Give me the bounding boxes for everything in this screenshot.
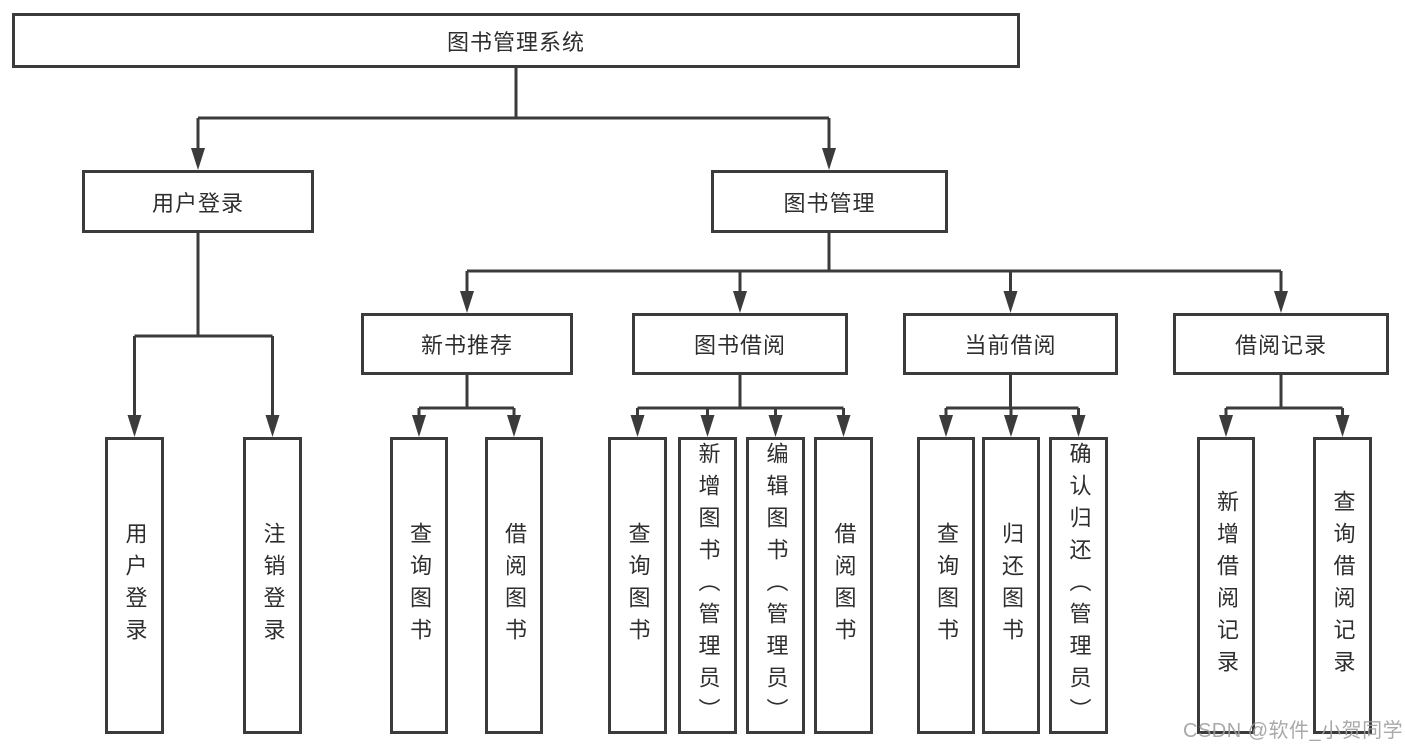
node-label: 图书管理系统 bbox=[446, 29, 585, 55]
node-book-management: 图书管理 bbox=[711, 170, 948, 233]
node-label: 注销登录 bbox=[260, 521, 286, 650]
node-book-borrowing: 图书借阅 bbox=[632, 313, 848, 375]
node-user-login: 用户登录 bbox=[82, 170, 314, 233]
csdn-watermark: CSDN @软件_小贺同学 bbox=[1183, 720, 1404, 742]
leaf-return-books: 归还图书 bbox=[982, 437, 1040, 734]
leaf-add-books-admin: 新增图书（管理员） bbox=[678, 437, 737, 734]
node-label: 查询图书 bbox=[625, 521, 651, 650]
edge-borrowing-records-children bbox=[1224, 375, 1344, 417]
node-current-borrowing: 当前借阅 bbox=[903, 313, 1118, 375]
leaf-query-books-current: 查询图书 bbox=[917, 437, 975, 734]
node-label: 查询图书 bbox=[407, 521, 432, 650]
leaf-user-login: 用户登录 bbox=[105, 437, 164, 734]
node-label: 新增借阅记录 bbox=[1214, 489, 1239, 682]
node-new-book-recommend: 新书推荐 bbox=[361, 313, 573, 375]
arrowheads bbox=[127, 148, 1350, 437]
node-label: 借阅记录 bbox=[1234, 333, 1327, 358]
leaf-add-borrow-record: 新增借阅记录 bbox=[1197, 437, 1255, 734]
node-label: 图书管理 bbox=[783, 190, 876, 216]
node-label: 编辑图书（管理员） bbox=[763, 441, 789, 730]
node-label: 图书借阅 bbox=[693, 333, 786, 358]
node-label: 用户登录 bbox=[122, 521, 148, 650]
node-label: 借阅图书 bbox=[831, 521, 857, 650]
node-label: 确认归还（管理员） bbox=[1066, 441, 1092, 730]
node-label: 用户登录 bbox=[151, 190, 244, 216]
node-label: 新增图书（管理员） bbox=[695, 441, 721, 730]
leaf-query-books-recommend: 查询图书 bbox=[390, 437, 448, 734]
leaf-borrow-books-recommend: 借阅图书 bbox=[485, 437, 543, 734]
edge-book-management-children bbox=[465, 233, 1283, 293]
leaf-logout: 注销登录 bbox=[243, 437, 302, 734]
node-label: 查询借阅记录 bbox=[1330, 489, 1356, 682]
connector-lines bbox=[133, 68, 1344, 417]
leaf-edit-books-admin: 编辑图书（管理员） bbox=[746, 437, 805, 734]
node-label: 借阅图书 bbox=[502, 521, 527, 650]
edge-root-to-level2 bbox=[196, 68, 831, 150]
node-label: 新书推荐 bbox=[420, 333, 513, 358]
leaf-confirm-return-admin: 确认归还（管理员） bbox=[1049, 437, 1108, 734]
leaf-query-books-borrowing: 查询图书 bbox=[608, 437, 667, 734]
edge-user-login-children bbox=[133, 233, 274, 417]
node-borrowing-records: 借阅记录 bbox=[1173, 313, 1389, 375]
edge-book-borrowing-children bbox=[636, 375, 845, 417]
edge-new-book-recommend-children bbox=[417, 375, 516, 417]
node-label: 归还图书 bbox=[999, 521, 1024, 650]
node-label: 当前借阅 bbox=[964, 333, 1057, 358]
edge-current-borrowing-children bbox=[944, 375, 1080, 417]
node-root-book-management-system: 图书管理系统 bbox=[12, 13, 1020, 68]
node-label: 查询图书 bbox=[934, 521, 959, 650]
leaf-query-borrow-record: 查询借阅记录 bbox=[1313, 437, 1372, 734]
leaf-borrow-books: 借阅图书 bbox=[814, 437, 873, 734]
